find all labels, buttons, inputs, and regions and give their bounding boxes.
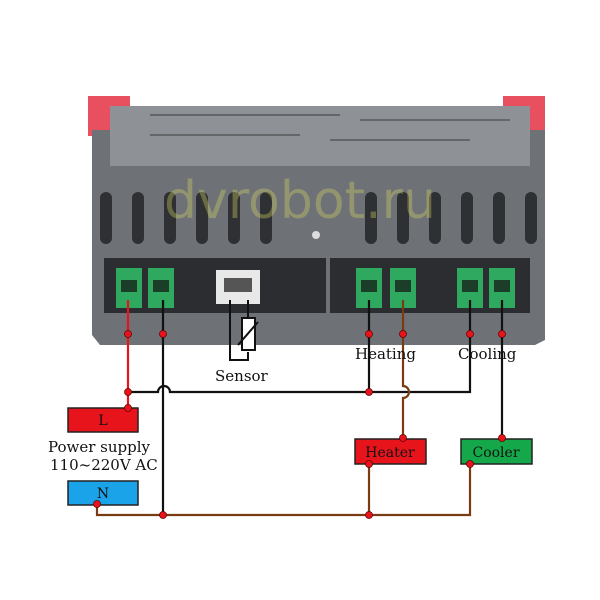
voltage-label: 110~220V AC	[50, 456, 158, 474]
heater-box: Heater	[354, 438, 427, 465]
cooler-box: Cooler	[460, 438, 533, 465]
device-top-label	[110, 106, 530, 166]
sensor-thermistor	[229, 300, 259, 361]
neutral-box: N	[67, 480, 139, 506]
vent-slots	[100, 192, 537, 244]
neutral-label: N	[97, 486, 109, 502]
connection-nodes	[93, 330, 506, 519]
thermostat-device	[88, 96, 545, 345]
cooling-label: Cooling	[458, 345, 517, 363]
live-label: L	[98, 413, 107, 429]
power-supply-label: Power supply	[48, 438, 151, 456]
watermark: dvrobot.ru	[164, 171, 436, 231]
sensor-label: Sensor	[215, 367, 269, 385]
cooler-label: Cooler	[472, 445, 519, 461]
heating-label: Heating	[355, 345, 416, 363]
heater-label: Heater	[365, 445, 415, 461]
live-box: L	[67, 407, 139, 433]
